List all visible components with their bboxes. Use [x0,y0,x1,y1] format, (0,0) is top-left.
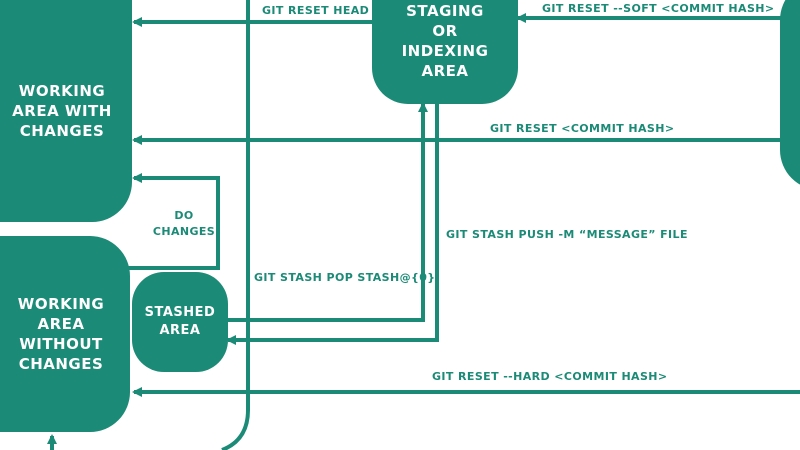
remote-node [780,0,800,190]
left-vertical-line [221,0,250,450]
working-area-with-changes-label: WORKING AREA WITH CHANGES [12,82,112,140]
reset-soft-label: GIT RESET --SOFT <COMMIT HASH> [542,2,775,15]
stash-push-label: GIT STASH PUSH -M “MESSAGE” FILE [446,228,688,241]
stash-push-arrow [226,98,439,345]
stash-pop-label: GIT STASH POP STASH@{0} [254,271,436,284]
do-changes-label: DO CHANGES [152,209,216,238]
staging-area-label: STAGING OR INDEXING AREA [401,2,489,80]
reset-hard-label: GIT RESET --HARD <COMMIT HASH> [432,370,668,383]
staging-area-node: STAGING OR INDEXING AREA [372,0,518,104]
working-area-without-changes-node: WORKING AREA WITHOUT CHANGES [0,236,130,432]
working-area-with-changes-node: WORKING AREA WITH CHANGES [0,0,132,222]
reset-commit-label: GIT RESET <COMMIT HASH> [490,122,675,135]
reset-head-label: GIT RESET HEAD [262,4,370,17]
stashed-area-node: STASHED AREA [132,272,228,372]
working-area-without-changes-label: WORKING AREA WITHOUT CHANGES [17,295,105,373]
stash-pop-arrow [226,102,428,322]
stashed-area-label: STASHED AREA [144,305,216,338]
